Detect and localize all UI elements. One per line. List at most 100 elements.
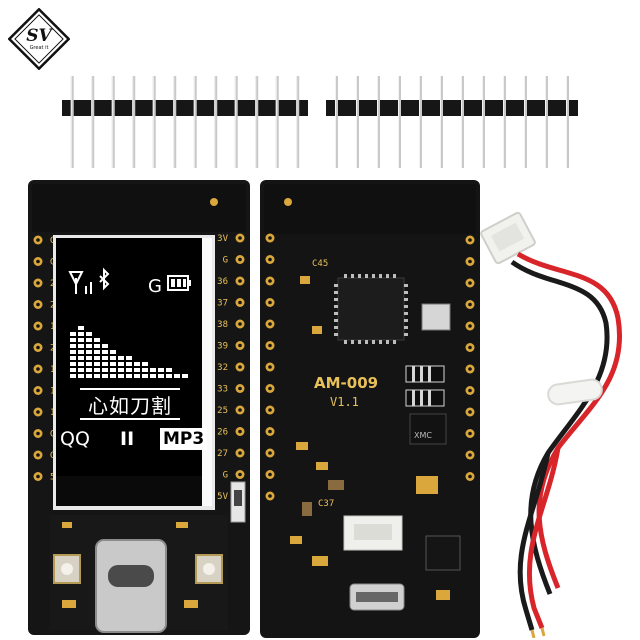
header-pin [91,76,95,168]
eq-segment [94,374,100,378]
equalizer-graphic [70,326,188,378]
pad-hole [268,408,272,412]
pad-hole [468,367,472,371]
header-pin [275,76,279,168]
eq-segment [102,374,108,378]
pin-highlight [214,76,216,168]
pin-highlight [419,76,420,168]
chip-pin [358,274,361,278]
eq-segment [134,362,140,366]
eq-segment [142,362,148,366]
pin-highlight [193,76,195,168]
pad-hole [268,451,272,455]
oled-display: G 心如刀割 QQ II MP3 [56,238,208,506]
board-version-label: V1.1 [330,395,359,409]
header-pin [545,76,548,168]
header-pin [255,76,259,168]
pin-highlight [70,76,72,168]
eq-segment [150,368,156,372]
eq-segment [118,368,124,372]
header-pin [566,76,569,168]
eq-segment [110,356,116,360]
pad-hole [238,300,242,305]
cap-label-c45: C45 [312,259,328,269]
antenna-signal-icon [68,271,92,294]
eq-segment [110,350,116,354]
chip-pin [351,340,354,344]
pause-icon: II [120,428,135,450]
eq-segment [86,338,92,342]
eq-segment [94,350,100,354]
pin-label: 33 [217,385,228,395]
chip-pin [404,312,408,315]
pad-hole [36,453,40,457]
pin-header-left [62,76,308,168]
pin-highlight [132,76,134,168]
header-pin [111,76,115,168]
pin-label: G [223,256,228,266]
eq-segment [150,374,156,378]
eq-segment [78,368,84,372]
header-pin [193,76,197,168]
pad-hole [36,388,40,393]
pin-highlight [234,76,236,168]
cap-label-c37: C37 [318,499,334,509]
header-pin [503,76,506,168]
header-pin [132,76,136,168]
pin-label: 37 [217,299,228,309]
jst-cable [480,211,622,638]
pad-hole [238,451,242,455]
eq-segment [174,374,180,378]
eq-segment [70,368,76,372]
chip-pin [358,340,361,344]
chip-pin [404,326,408,329]
pad-hole [36,324,40,328]
pin-highlight [503,76,504,168]
pad-hole [268,343,272,348]
pad-hole [36,431,40,436]
header-pin [214,76,218,168]
eq-segment [142,368,148,372]
pin-label: 38 [217,320,228,330]
pin-highlight [335,76,336,168]
pad-hole [268,429,272,434]
qq-label: QQ [60,428,90,450]
eq-segment [70,362,76,366]
pad-hole [36,345,40,350]
pad-hole [468,259,472,264]
pad-hole [268,322,272,326]
pin-highlight [377,76,378,168]
chip-pin [404,291,408,294]
pad-hole [238,408,242,412]
eq-segment [126,356,132,360]
eq-segment [126,362,132,366]
pin-label: 27 [217,449,228,459]
pad-hole [468,281,472,285]
eq-segment [102,344,108,348]
chip-pin [379,340,382,344]
eq-segment [94,344,100,348]
eq-segment [78,338,84,342]
header-pin [440,76,443,168]
pad-hole [268,472,272,477]
pin-label: 39 [217,342,228,352]
pad-hole [468,453,472,457]
pin-highlight [296,76,298,168]
eq-segment [110,362,116,366]
pin-label: 3V [217,234,228,244]
chip-pin [386,340,389,344]
pin-highlight [275,76,277,168]
pad-hole [468,345,472,350]
battery-icon [167,275,191,291]
pad-hole [36,238,40,242]
chip-pin [404,284,408,287]
pin-label: 5V [217,492,228,502]
chip-pin [334,333,338,336]
chip-pin [386,274,389,278]
header-pin [482,76,485,168]
chip-pin [334,326,338,329]
pad-hole [238,472,242,477]
eq-segment [86,332,92,336]
eq-segment [70,374,76,378]
pad-hole [238,236,242,240]
